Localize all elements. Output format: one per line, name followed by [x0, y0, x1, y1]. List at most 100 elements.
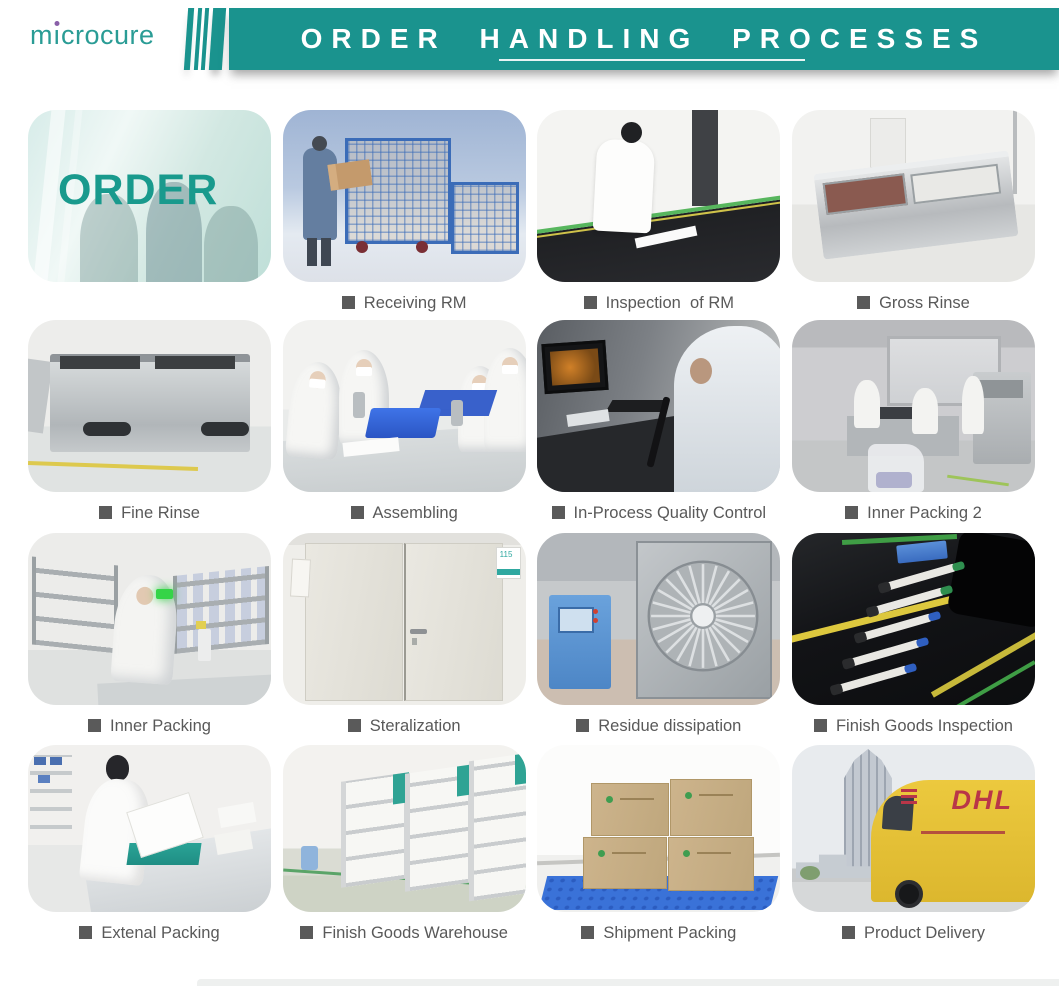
photo-fine-rinse: [28, 320, 271, 492]
accent-stripe: [200, 8, 210, 70]
photo-in-process-quality-control: [537, 320, 781, 492]
caption: Steralization: [283, 714, 526, 738]
photo-detail: [692, 110, 719, 206]
caption-label: Inspection of RM: [605, 294, 734, 312]
photo-detail: [946, 533, 1035, 629]
photo-inner-packing: [28, 533, 271, 705]
caption-label: Finish Goods Warehouse: [322, 924, 508, 942]
caption: Inner Packing: [28, 714, 271, 738]
caption: Fine Rinse: [28, 501, 271, 525]
room-sign: 115: [495, 547, 521, 579]
square-bullet-icon: [576, 719, 590, 732]
photo-assembling: [282, 320, 526, 492]
cardboard-box: [668, 837, 755, 891]
square-bullet-icon: [551, 506, 565, 519]
process-cell: DHL Product Delivery: [791, 745, 1035, 945]
photo-detail: [352, 392, 365, 418]
worker-figure: [284, 359, 345, 461]
photo-gross-rinse: [791, 110, 1035, 282]
photo-detail: [920, 831, 1005, 834]
square-bullet-icon: [845, 506, 859, 519]
square-bullet-icon: [88, 719, 102, 732]
photo-extenal-packing: [28, 745, 271, 912]
worker-figure: [911, 388, 938, 434]
caption: In-Process Quality Control: [537, 501, 780, 525]
photo-order: ORDER: [28, 110, 271, 282]
cardboard-box: [583, 837, 668, 889]
square-bullet-icon: [300, 926, 314, 939]
caption-label: Shipment Packing: [603, 924, 737, 942]
process-cell: 115 Steralization: [282, 533, 526, 738]
caption: Assembling: [283, 501, 526, 525]
worker-figure: [674, 326, 781, 492]
process-row-2: Fine Rinse Assembling In-Process Quality…: [28, 320, 1035, 525]
square-bullet-icon: [350, 506, 364, 519]
photo-product-delivery: DHL: [791, 745, 1035, 912]
square-bullet-icon: [341, 296, 355, 309]
chamber-spoke-wheel-icon: [647, 560, 759, 672]
caption: Gross Rinse: [792, 291, 1035, 315]
process-cell: Receiving RM: [282, 110, 526, 315]
plastic-bin: [364, 408, 441, 438]
caption-label: Extenal Packing: [101, 924, 220, 942]
spray-bottle: [196, 621, 211, 661]
square-bullet-icon: [79, 926, 93, 939]
accent-stripe: [208, 8, 227, 70]
delivery-van: [870, 780, 1035, 908]
photo-detail: [289, 558, 311, 598]
process-cell: Assembling: [282, 320, 526, 525]
logo-part-rest: crocure: [61, 20, 155, 50]
control-cabinet: [549, 595, 612, 689]
photo-inner-packing-2: [791, 320, 1035, 492]
photo-finish-goods-inspection: [791, 533, 1035, 705]
photo-steralization: 115: [282, 533, 526, 705]
control-panel: [83, 422, 131, 436]
photo-detail: [146, 182, 202, 282]
storage-rack: [173, 565, 269, 655]
storage-rack: [468, 752, 526, 902]
photo-detail: [900, 795, 917, 798]
worker-figure: [961, 376, 984, 434]
process-cell: Inspection of RM: [537, 110, 781, 315]
photo-detail: [204, 206, 258, 282]
caption-label: Steralization: [369, 717, 461, 735]
door-panel: [403, 543, 503, 701]
caption: Extenal Packing: [28, 921, 271, 945]
door-handle: [409, 629, 427, 645]
worker-figure: [853, 380, 880, 428]
logo-i-stem: ı: [53, 20, 62, 50]
process-cell: Finish Goods Warehouse: [282, 745, 526, 945]
medical-device: [836, 664, 910, 694]
square-bullet-icon: [99, 506, 113, 519]
square-bullet-icon: [857, 296, 871, 309]
storage-rack: [30, 755, 72, 829]
process-row-4: Extenal Packing Finish Goods Warehouse S…: [28, 745, 1035, 945]
mesh-cage: [344, 138, 451, 253]
process-cell: Gross Rinse: [791, 110, 1035, 315]
caption: Product Delivery: [792, 921, 1035, 945]
storage-rack: [32, 556, 118, 654]
process-row-1: ORDER Receiving RM Inspection of RM Gros…: [28, 110, 1035, 315]
vacuum-chamber: [636, 541, 773, 699]
plastic-bag: [867, 444, 924, 492]
accent-stripe: [183, 8, 195, 70]
logo-i-dot: [54, 21, 60, 26]
caption: Inspection of RM: [537, 291, 780, 315]
worker-figure: [592, 138, 656, 234]
caption-label: Fine Rinse: [121, 504, 200, 522]
packing-box: [217, 802, 257, 828]
rinse-tank: [813, 150, 1019, 260]
caption: Residue dissipation: [537, 714, 780, 738]
caption: Inner Packing 2: [792, 501, 1035, 525]
square-bullet-icon: [813, 719, 827, 732]
worker-figure: [302, 136, 337, 266]
photo-finish-goods-warehouse: [282, 745, 526, 912]
photo-detail: [1012, 110, 1017, 194]
process-cell: Inner Packing 2: [791, 320, 1035, 525]
square-bullet-icon: [581, 926, 595, 939]
cardboard-box: [591, 783, 670, 836]
caption-label: In-Process Quality Control: [573, 504, 767, 522]
square-bullet-icon: [583, 296, 597, 309]
title-underline: [499, 59, 805, 61]
